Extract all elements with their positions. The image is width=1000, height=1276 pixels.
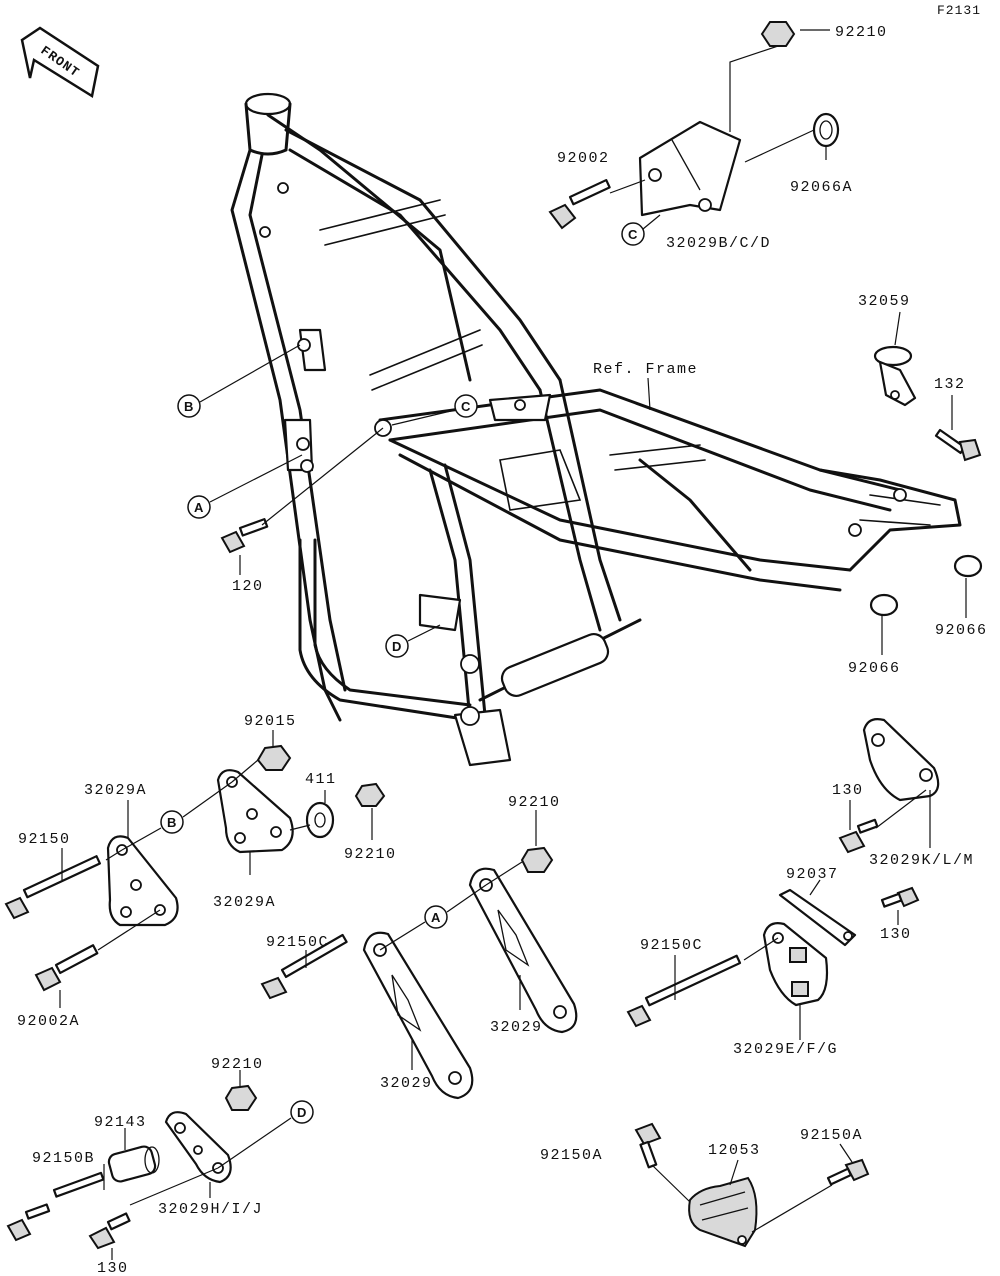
collar-92066a — [812, 112, 840, 148]
label-92015: 92015 — [244, 713, 297, 730]
nut-92210-top — [760, 21, 796, 47]
svg-text:C: C — [628, 227, 638, 242]
clamp-32059 — [873, 345, 917, 407]
label-92210-top: 92210 — [835, 24, 888, 41]
label-32029-left: 32029 — [380, 1075, 433, 1092]
callout-a-frame: A — [187, 454, 303, 519]
bolt-130-c — [88, 1212, 131, 1250]
svg-text:D: D — [392, 639, 401, 654]
svg-text:B: B — [167, 815, 176, 830]
bolt-120 — [220, 518, 269, 554]
bolt-130-b — [880, 886, 920, 908]
bolt-92150b — [6, 1171, 105, 1242]
nut-92210-mid — [354, 782, 386, 807]
collar-92143 — [107, 1145, 160, 1183]
svg-text:C: C — [461, 399, 471, 414]
engine-plate-32029-right — [468, 867, 578, 1034]
callout-b-bracket: B — [160, 810, 184, 834]
bolt-92150c-right — [626, 954, 742, 1028]
label-411: 411 — [305, 771, 337, 788]
callout-d-bracket: D — [290, 1100, 314, 1124]
label-132: 132 — [934, 376, 966, 393]
label-92002a: 92002A — [17, 1013, 80, 1030]
label-92143: 92143 — [94, 1114, 147, 1131]
callout-a-plate: A — [424, 905, 448, 929]
ref-frame-label: Ref. Frame — [593, 361, 698, 378]
label-92150a-right: 92150A — [800, 1127, 863, 1144]
bracket-32029hij — [164, 1111, 232, 1184]
label-92150a-left: 92150A — [540, 1147, 603, 1164]
bolt-92150 — [4, 855, 101, 920]
label-32029a-top: 32029A — [84, 782, 147, 799]
svg-text:B: B — [184, 399, 193, 414]
svg-text:D: D — [297, 1105, 306, 1120]
label-32029hij: 32029H/I/J — [158, 1201, 263, 1218]
callout-c-bracket: C — [621, 214, 661, 246]
bolt-92150a-right — [826, 1158, 870, 1186]
label-92210-right: 92210 — [508, 794, 561, 811]
bolt-92002 — [548, 178, 611, 230]
bracket-32029a-rear — [216, 769, 294, 854]
cap-92066-a — [869, 593, 899, 617]
cover-12053 — [688, 1176, 758, 1248]
label-92210-low: 92210 — [211, 1056, 264, 1073]
label-32029efg: 32029E/F/G — [733, 1041, 838, 1058]
motorcycle-frame — [230, 92, 962, 767]
engine-plate-32029-left — [362, 931, 474, 1100]
bracket-32029efg — [762, 922, 829, 1007]
label-32029-right: 32029 — [490, 1019, 543, 1036]
bracket-32029bcd — [638, 120, 742, 217]
label-92066-a: 92066 — [848, 660, 901, 677]
label-32059: 32059 — [858, 293, 911, 310]
label-130-a: 130 — [832, 782, 864, 799]
bracket-32029klm — [862, 718, 940, 802]
label-12053: 12053 — [708, 1142, 761, 1159]
bolt-130-a — [838, 818, 879, 854]
label-92066-b: 92066 — [935, 622, 988, 639]
label-92066a: 92066A — [790, 179, 853, 196]
svg-text:A: A — [431, 910, 441, 925]
label-32029a-bottom: 32029A — [213, 894, 276, 911]
cap-92066-b — [953, 554, 983, 578]
label-92002: 92002 — [557, 150, 610, 167]
front-direction-arrow: FRONT — [20, 26, 100, 99]
label-92150c-left: 92150C — [266, 934, 329, 951]
nut-92210-low — [224, 1084, 258, 1111]
callout-b-frame: B — [177, 344, 301, 418]
label-130-c: 130 — [97, 1260, 129, 1276]
nut-92015 — [256, 744, 292, 771]
label-92037: 92037 — [786, 866, 839, 883]
bracket-32029a-front — [106, 835, 179, 927]
label-32029klm: 32029K/L/M — [869, 852, 974, 869]
figure-code: F2131 — [937, 3, 981, 18]
callout-d-frame: D — [385, 624, 441, 658]
nut-92210-right — [520, 846, 554, 873]
label-92150c-right: 92150C — [640, 937, 703, 954]
label-92150b: 92150B — [32, 1150, 95, 1167]
plate-92037 — [778, 888, 857, 947]
bolt-92150c-left — [260, 933, 348, 1000]
bolt-92002a — [34, 944, 99, 992]
callout-c-frame: C — [391, 394, 478, 426]
label-92150: 92150 — [18, 831, 71, 848]
label-92210-mid: 92210 — [344, 846, 397, 863]
spacer-411 — [305, 801, 335, 839]
bolt-132 — [934, 428, 982, 462]
svg-text:A: A — [194, 500, 204, 515]
bolt-92150a-left — [634, 1122, 662, 1169]
label-130-b: 130 — [880, 926, 912, 943]
label-32029bcd: 32029B/C/D — [666, 235, 771, 252]
label-120: 120 — [232, 578, 264, 595]
